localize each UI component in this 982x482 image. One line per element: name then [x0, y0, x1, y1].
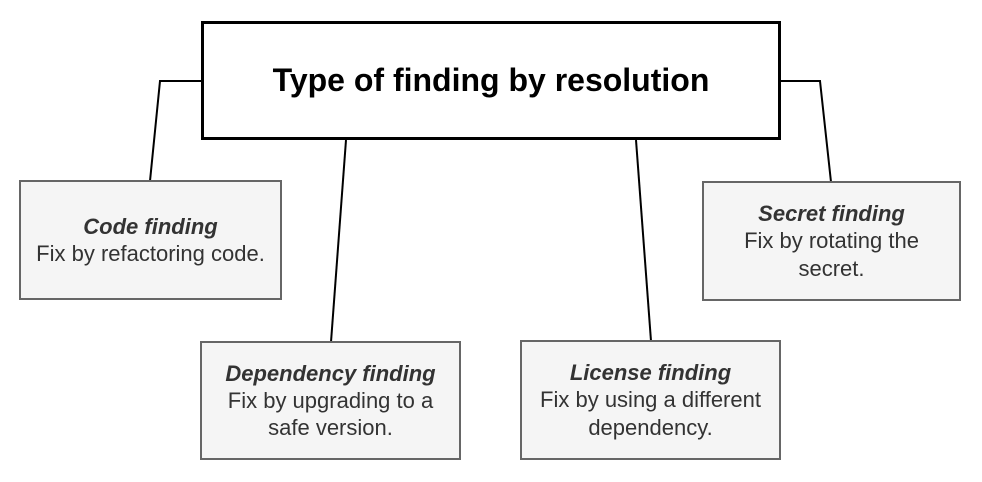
node-root: Type of finding by resolution	[201, 21, 781, 140]
node-code-finding-title: Code finding	[83, 213, 218, 239]
connector-root-to-dependency	[330, 139, 347, 343]
node-license-finding-description: Fix by using a different dependency.	[540, 387, 761, 440]
node-dependency-finding-title: Dependency finding	[225, 360, 436, 386]
connector-root-to-secret	[781, 80, 832, 183]
node-secret-finding-title: Secret finding	[758, 201, 905, 227]
node-code-finding: Code finding Fix by refactoring code.	[19, 180, 282, 300]
node-secret-finding-description: Fix by rotating the secret.	[744, 228, 919, 281]
connector-root-to-license	[635, 139, 652, 342]
connector-root-to-code	[149, 80, 201, 182]
node-secret-finding: Secret finding Fix by rotating the secre…	[702, 181, 961, 301]
node-code-finding-description: Fix by refactoring code.	[36, 241, 265, 266]
node-license-finding: License finding Fix by using a different…	[520, 340, 781, 460]
node-license-finding-title: License finding	[569, 360, 732, 386]
root-title: Type of finding by resolution	[272, 62, 710, 99]
node-dependency-finding: Dependency finding Fix by upgrading to a…	[200, 341, 461, 460]
node-dependency-finding-description: Fix by upgrading to a safe version.	[227, 387, 434, 441]
